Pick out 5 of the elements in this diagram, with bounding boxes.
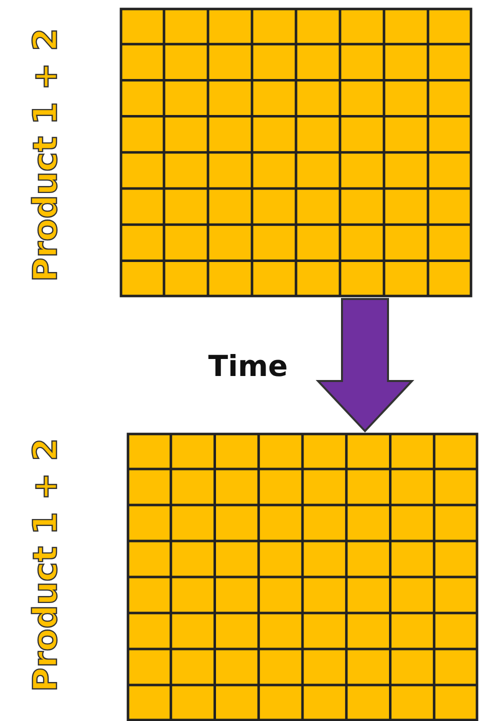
grid: [127, 433, 478, 721]
axis-label: Product 1 + 2: [28, 28, 62, 282]
axis-label: Product 1 + 2: [28, 438, 62, 692]
grid: [120, 8, 472, 297]
arrow: [316, 298, 414, 432]
